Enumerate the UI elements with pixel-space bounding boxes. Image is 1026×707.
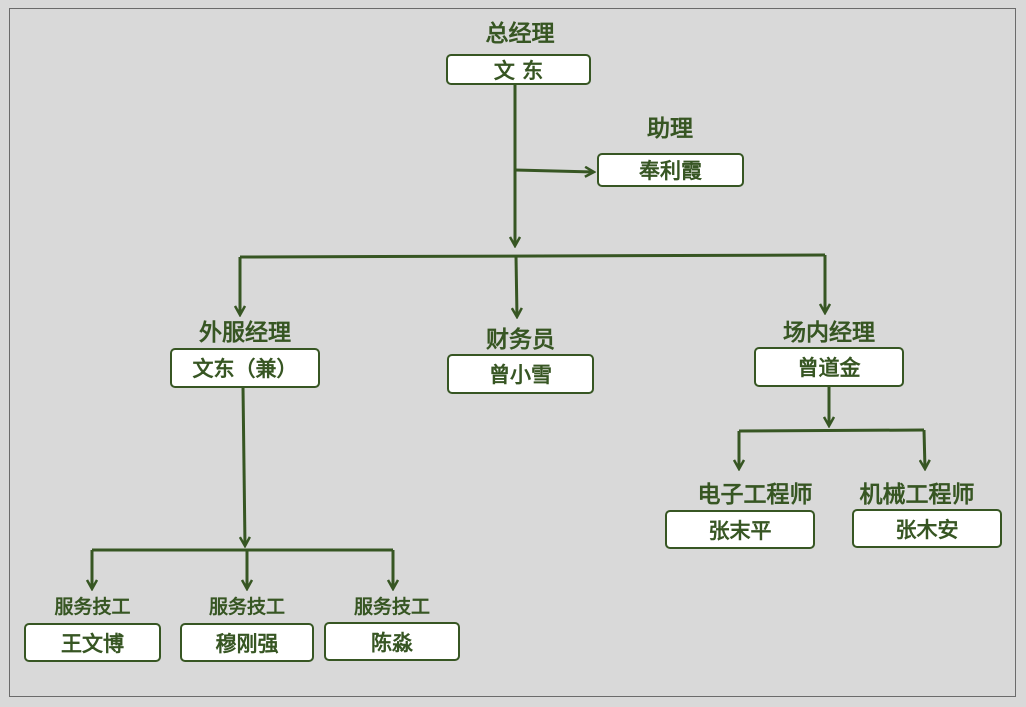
role-assistant: 助理: [647, 115, 693, 142]
node-field-manager[interactable]: 文东（兼）: [170, 348, 320, 388]
connector-main-bus: [239, 253, 826, 259]
node-tech-3[interactable]: 陈淼: [324, 622, 460, 661]
role-mechanical-engineer: 机械工程师: [859, 481, 975, 508]
connector-to-mech-eng: [924, 429, 925, 469]
connector-eng-bus: [738, 428, 925, 433]
connector-field-trunk: [243, 386, 245, 546]
role-tech-3: 服务技工: [353, 596, 430, 618]
connector-to-finance: [516, 255, 517, 317]
node-finance[interactable]: 曾小雪: [447, 354, 594, 394]
node-tech-2[interactable]: 穆刚强: [180, 623, 314, 662]
node-general-manager[interactable]: 文 东: [446, 54, 591, 85]
node-assistant[interactable]: 奉利霞: [597, 153, 744, 187]
role-tech-1: 服务技工: [54, 596, 131, 618]
role-electronic-engineer: 电子工程师: [697, 481, 813, 508]
node-electronic-engineer[interactable]: 张末平: [665, 510, 815, 549]
node-onsite-manager[interactable]: 曾道金: [754, 347, 904, 387]
node-tech-1[interactable]: 王文博: [24, 623, 161, 662]
connector-to-assistant: [514, 170, 594, 172]
role-general-manager: 总经理: [485, 20, 555, 47]
role-finance: 财务员: [486, 326, 555, 353]
role-onsite-manager: 场内经理: [783, 319, 875, 346]
diagram-frame: [9, 8, 1016, 697]
role-tech-2: 服务技工: [208, 596, 285, 618]
role-field-manager: 外服经理: [199, 319, 291, 346]
node-mechanical-engineer[interactable]: 张木安: [852, 509, 1002, 548]
